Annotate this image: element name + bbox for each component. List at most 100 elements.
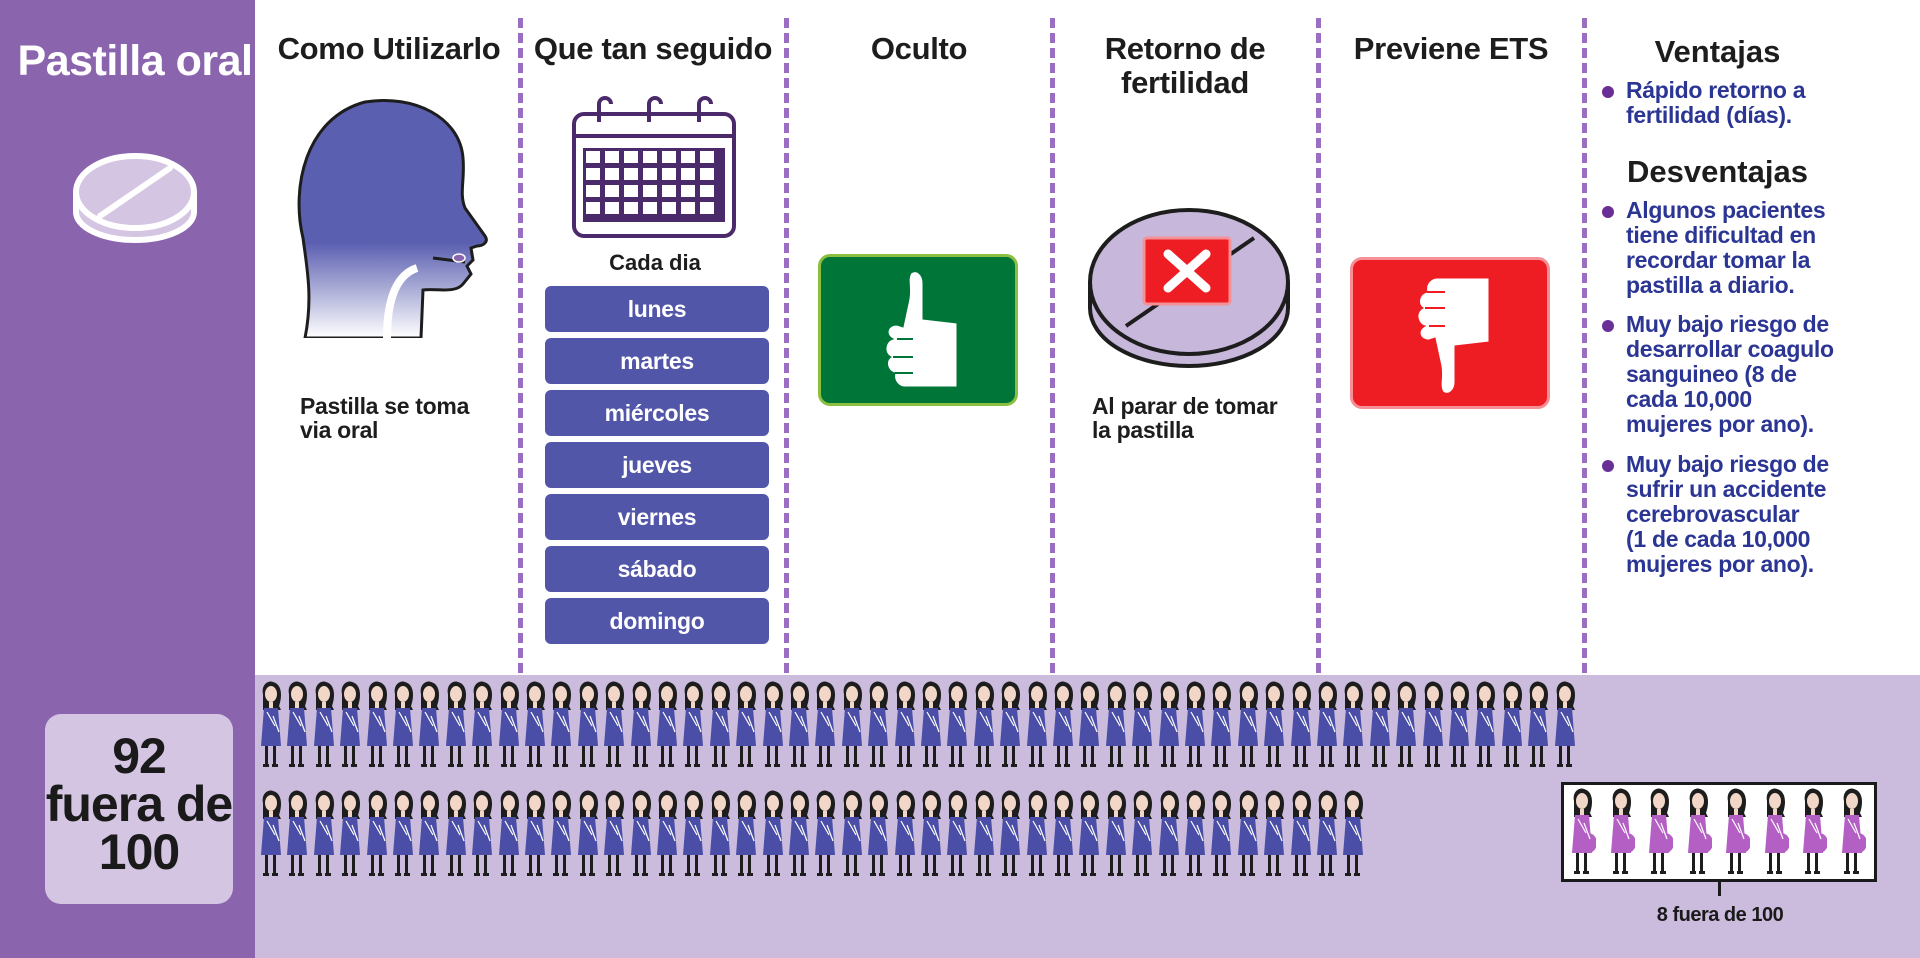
woman-icon <box>1498 680 1526 770</box>
fertility-heading-line: Retorno de <box>1104 31 1266 66</box>
woman-icon <box>1155 789 1183 879</box>
pros-heading: Ventajas <box>1654 34 1781 69</box>
woman-icon <box>363 789 391 879</box>
woman-icon <box>257 680 285 770</box>
woman-icon <box>1102 680 1130 770</box>
woman-icon <box>495 789 523 879</box>
woman-icon <box>1128 789 1156 879</box>
woman-icon <box>1313 680 1341 770</box>
woman-icon <box>1207 789 1235 879</box>
woman-icon <box>1339 789 1367 879</box>
woman-icon <box>1287 680 1315 770</box>
woman-icon <box>706 789 734 879</box>
bullet-line: Muy bajo riesgo de <box>1626 311 1829 337</box>
pregnant-woman-icon <box>1722 787 1751 877</box>
bullet-line: Algunos pacientes <box>1626 197 1826 223</box>
pregnant-woman-icon <box>1684 787 1713 877</box>
column-divider <box>784 18 789 673</box>
woman-icon <box>838 789 866 879</box>
woman-icon <box>442 789 470 879</box>
woman-icon <box>1075 789 1103 879</box>
woman-icon <box>1260 680 1288 770</box>
woman-icon <box>1049 680 1077 770</box>
woman-icon <box>943 680 971 770</box>
bullet-line: tiene dificultad en <box>1626 222 1816 248</box>
pregnant-woman-icon <box>1838 787 1867 877</box>
woman-icon <box>336 680 364 770</box>
woman-icon <box>600 789 628 879</box>
weekday-item: martes <box>545 338 769 384</box>
bullet-line: sanguineo (8 de <box>1626 361 1797 387</box>
woman-icon <box>1128 680 1156 770</box>
weekday-item: viernes <box>545 494 769 540</box>
bullet-line: Muy bajo riesgo de <box>1626 451 1829 477</box>
frequency-caption: Cada dia <box>609 250 701 275</box>
usage-caption-line: Pastilla se toma <box>300 393 470 419</box>
head-profile-icon <box>297 99 488 338</box>
woman-icon <box>389 789 417 879</box>
woman-icon <box>811 680 839 770</box>
weekday-item: sábado <box>545 546 769 592</box>
bullet-line: mujeres por ano). <box>1626 411 1814 437</box>
usage-caption-line: via oral <box>300 417 379 443</box>
woman-icon <box>1234 789 1262 879</box>
method-title: Pastilla oral <box>17 37 253 85</box>
woman-icon <box>970 680 998 770</box>
column-divider <box>1050 18 1055 673</box>
woman-icon <box>653 680 681 770</box>
pregnant-group-tick <box>1718 882 1721 896</box>
fertility-heading: Retorno de fertilidad <box>1056 32 1314 100</box>
woman-icon <box>917 789 945 879</box>
fertility-heading-line: fertilidad <box>1121 65 1249 100</box>
frequency-heading: Que tan seguido <box>533 31 773 66</box>
weekday-item: miércoles <box>545 390 769 436</box>
calendar-icon <box>572 96 736 238</box>
pregnancy-caption: 8 fuera de 100 <box>1656 904 1784 926</box>
woman-icon <box>759 789 787 879</box>
column-divider <box>1316 18 1321 673</box>
weekday-item: jueves <box>545 442 769 488</box>
woman-icon <box>310 789 338 879</box>
woman-icon <box>363 680 391 770</box>
woman-icon <box>1102 789 1130 879</box>
woman-icon <box>1287 789 1315 879</box>
bullet-line: (1 de cada 10,000 <box>1626 526 1811 552</box>
woman-icon <box>970 789 998 879</box>
woman-icon <box>257 789 285 879</box>
woman-icon <box>891 789 919 879</box>
woman-icon <box>336 789 364 879</box>
woman-icon <box>468 789 496 879</box>
column-divider <box>1582 18 1587 673</box>
cons-heading: Desventajas <box>1627 154 1808 189</box>
woman-icon <box>864 680 892 770</box>
effectiveness-box: 92 fuera de 100 <box>45 714 233 904</box>
woman-icon <box>759 680 787 770</box>
woman-icon <box>679 789 707 879</box>
woman-icon <box>600 680 628 770</box>
woman-icon <box>785 789 813 879</box>
bullet-line: cada 10,000 <box>1626 386 1752 412</box>
woman-icon <box>864 789 892 879</box>
woman-icon <box>1551 680 1579 770</box>
thumbs-up-icon <box>885 271 958 388</box>
woman-icon <box>1181 789 1209 879</box>
woman-icon <box>1023 789 1051 879</box>
woman-icon <box>1234 680 1262 770</box>
woman-icon <box>1471 680 1499 770</box>
effectiveness-text: fuera de <box>45 776 234 832</box>
woman-icon <box>389 680 417 770</box>
woman-icon <box>283 789 311 879</box>
effectiveness-total: 100 <box>98 824 180 880</box>
woman-icon <box>495 680 523 770</box>
effectiveness-number: 92 <box>112 728 167 784</box>
woman-icon <box>917 680 945 770</box>
fertility-caption-line: la pastilla <box>1092 417 1194 443</box>
pregnant-woman-icon <box>1607 787 1636 877</box>
woman-icon <box>1049 789 1077 879</box>
woman-icon <box>943 789 971 879</box>
pregnant-woman-icon <box>1799 787 1828 877</box>
